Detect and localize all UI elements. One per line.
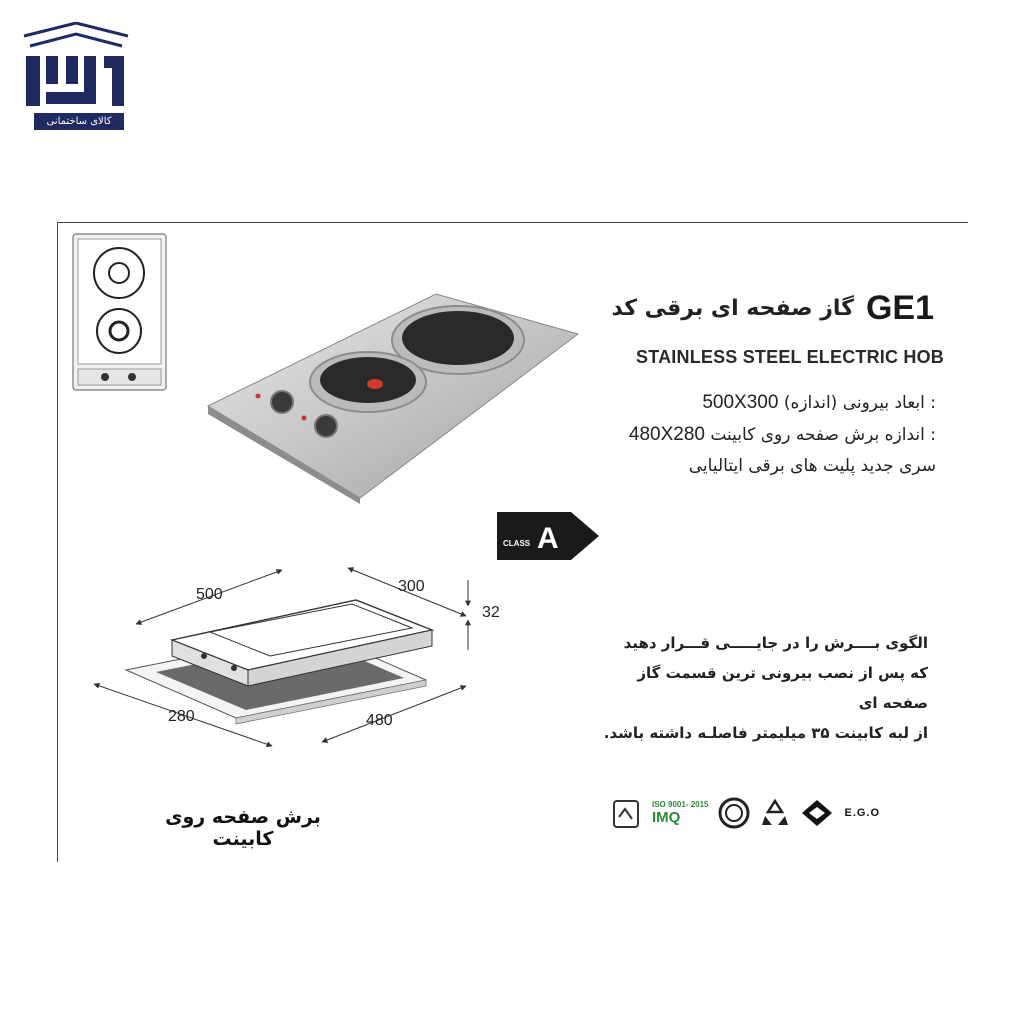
diagram-caption: برش صفحه روی کابینت — [165, 806, 321, 850]
hob-product-image — [200, 286, 582, 504]
logo-caption: کالای ساختمانی — [34, 113, 124, 130]
energy-class-badge: CLASS A — [497, 512, 599, 560]
product-title: گاز صفحه ای برقی کد GE1 — [514, 286, 934, 330]
note-line: که پس از نصب بیرونی ترین قسمت گاز صفحه ا… — [637, 664, 928, 712]
spec-label: : ابعاد بیرونی (اندازه) — [783, 393, 936, 413]
rohs-icon — [613, 800, 639, 828]
dim-cut-width-label: 480 — [366, 712, 393, 729]
certifications-row: ISO 9001- 2015 IMQ E.G.O — [612, 792, 926, 834]
dim-cut-depth-label: 280 — [168, 708, 195, 725]
imq-label: IMQ — [652, 809, 681, 826]
spec-cutout-dimensions: 480X280 : اندازه برش صفحه روی کابینت — [629, 424, 936, 446]
brand-logo-icon — [23, 22, 129, 106]
iso-label: ISO 9001- 2015 — [652, 800, 709, 809]
energy-class-value: A — [537, 522, 559, 555]
note-line: از لبه کابینت ۳۵ میلیمتر فاصلـه داشته با… — [603, 724, 928, 742]
spec-value: 480X280 — [628, 424, 705, 445]
title-fa: گاز صفحه ای برقی کد — [611, 295, 854, 321]
spec-label: سری جدید پلیت های برقی ایتالیایی — [688, 456, 936, 476]
frame-left-line — [57, 222, 58, 862]
spec-value: 500X300 — [702, 392, 779, 413]
seal-icon — [718, 797, 750, 829]
frame-top-line — [57, 222, 968, 223]
dim-depth-label: 300 — [398, 578, 425, 595]
spec-series: سری جدید پلیت های برقی ایتالیایی — [689, 456, 936, 476]
subtitle-en: STAINLESS STEEL ELECTRIC HOB — [636, 347, 944, 367]
dim-width-label: 500 — [196, 586, 223, 603]
spec-label: : اندازه برش صفحه روی کابینت — [710, 425, 936, 445]
ego-label: E.G.O — [844, 807, 881, 819]
dim-height-label: 32 — [482, 604, 500, 621]
model-code: GE1 — [865, 288, 934, 327]
energy-class-label: CLASS — [503, 539, 531, 548]
ego-logo-icon — [802, 800, 833, 826]
iso-imq-icon: ISO 9001- 2015 IMQ — [652, 800, 708, 826]
hob-top-view-icon — [72, 233, 167, 391]
note-line: الگوی بــــرش را در جایـــــی قـــرار ده… — [623, 634, 928, 652]
recycle-icon — [762, 798, 789, 825]
cutout-diagram — [93, 567, 471, 748]
spec-outer-dimensions: 500X300 : ابعاد بیرونی (اندازه) — [702, 392, 936, 414]
installation-note: الگوی بــــرش را در جایـــــی قـــرار ده… — [588, 628, 928, 748]
